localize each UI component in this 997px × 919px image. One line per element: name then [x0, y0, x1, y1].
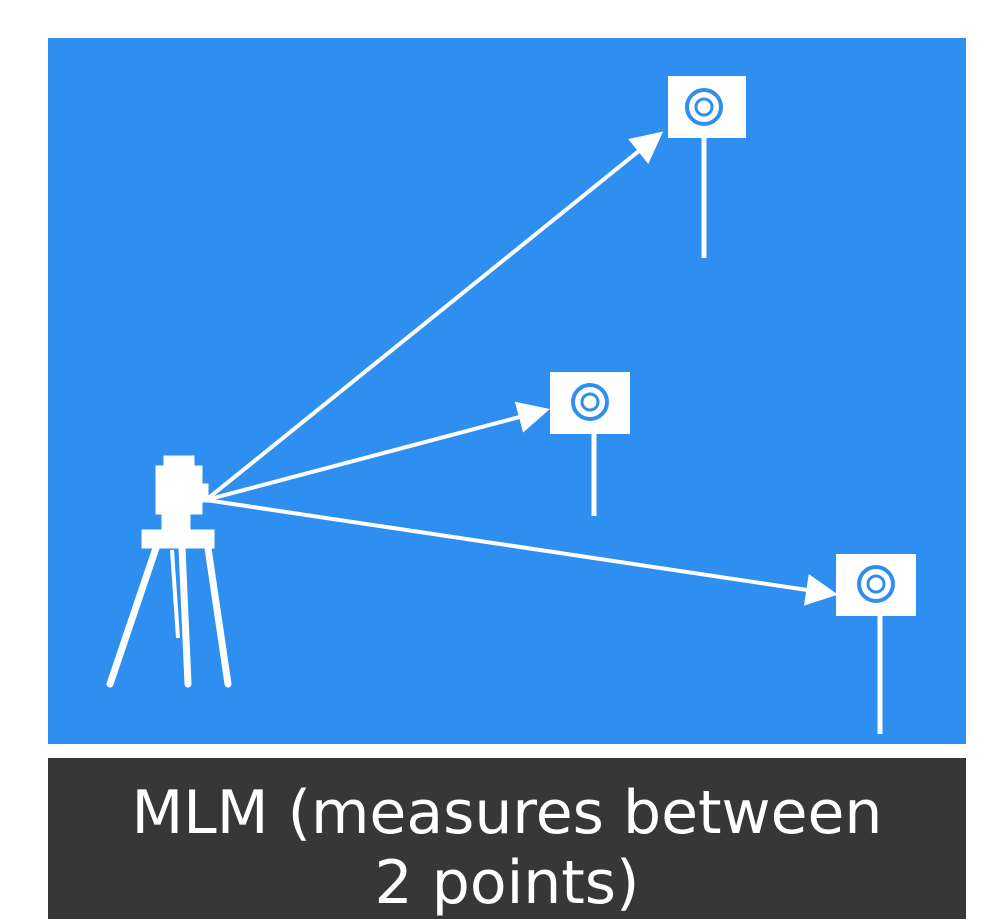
total-station-icon: [106, 455, 232, 688]
measurement-line-top: [204, 131, 664, 502]
caption-line-2: 2 points): [374, 848, 640, 918]
measurement-line-middle: [205, 401, 550, 502]
target-middle-icon: [550, 372, 630, 516]
caption-bar: MLM (measures between 2 points): [48, 758, 966, 919]
measurement-line-bottom: [205, 498, 838, 606]
target-top-icon: [668, 76, 746, 258]
diagram-panel: [48, 38, 966, 744]
caption-line-1: MLM (measures between: [131, 778, 883, 848]
target-bottom-icon: [836, 554, 916, 734]
measurement-diagram: [106, 76, 916, 734]
